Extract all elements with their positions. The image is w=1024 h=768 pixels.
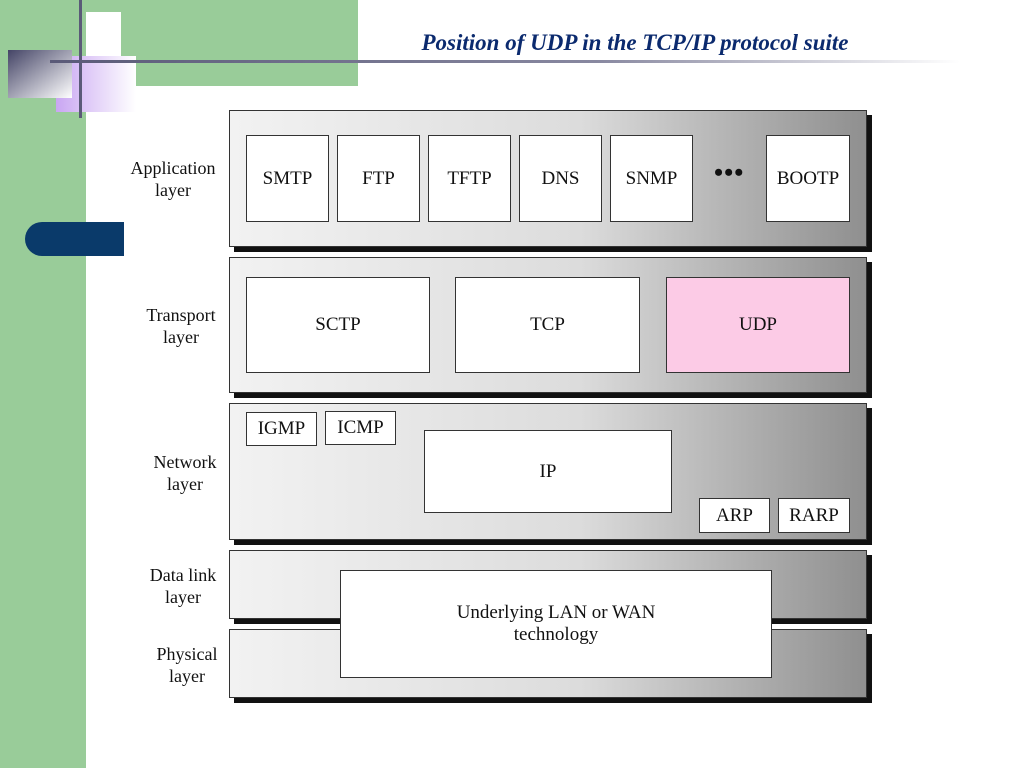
sctp-box: SCTP [246, 277, 430, 373]
dns-box: DNS [519, 135, 602, 222]
application-layer-label: Application layer [130, 158, 216, 200]
udp-box: UDP [666, 277, 850, 373]
deco-navy-pill [25, 222, 124, 256]
rarp-box: RARP [778, 498, 850, 533]
datalink-layer-label: Data link layer [149, 565, 217, 607]
bootp-box: BOOTP [766, 135, 850, 222]
smtp-box: SMTP [246, 135, 329, 222]
arp-box: ARP [699, 498, 770, 533]
ip-box: IP [424, 430, 672, 513]
icmp-box: ICMP [325, 411, 396, 445]
slide-title: Position of UDP in the TCP/IP protocol s… [421, 30, 849, 55]
deco-horizontal-line [50, 60, 960, 63]
transport-layer-label: Transport layer [146, 305, 216, 347]
physical-layer-label: Physical layer [156, 644, 218, 686]
network-layer-label: Network layer [153, 452, 217, 494]
deco-gray-square [8, 50, 72, 98]
ellipsis: ••• [714, 158, 745, 187]
underlying-technology-box: Underlying LAN or WAN technology [340, 570, 772, 678]
igmp-box: IGMP [246, 412, 317, 446]
tftp-box: TFTP [428, 135, 511, 222]
ftp-box: FTP [337, 135, 420, 222]
tcp-box: TCP [455, 277, 640, 373]
left-green-strip [0, 0, 86, 768]
deco-white-square [86, 12, 121, 62]
snmp-box: SNMP [610, 135, 693, 222]
deco-vertical-line [79, 0, 82, 118]
